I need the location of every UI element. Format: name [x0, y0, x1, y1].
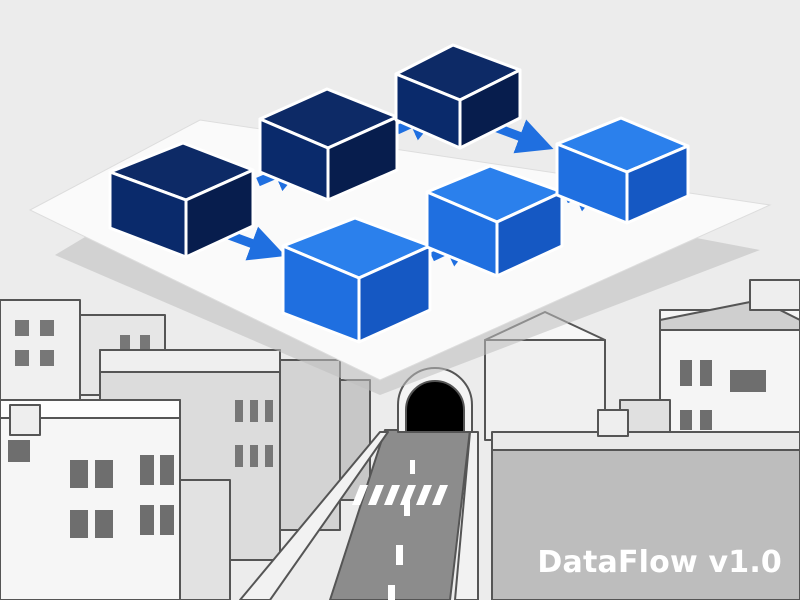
node-n2	[258, 87, 399, 202]
product-title: DataFlow v1.0	[537, 545, 782, 580]
node-n6	[555, 116, 690, 225]
nodes	[108, 43, 690, 344]
node-n4	[281, 216, 432, 344]
tunnel-opening	[405, 380, 465, 433]
node-n3	[394, 43, 522, 150]
node-n5	[425, 164, 564, 278]
cityscape	[0, 279, 800, 600]
node-n1	[108, 141, 255, 259]
